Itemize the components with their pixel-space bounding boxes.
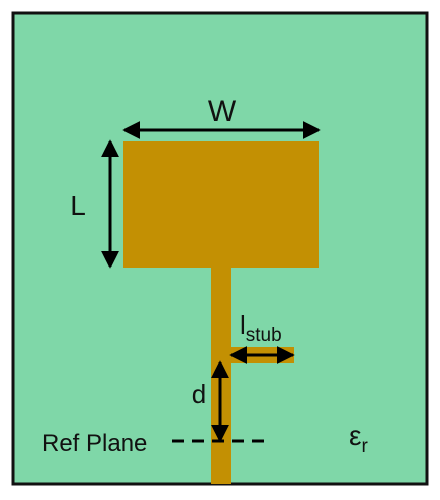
permittivity-label: εr (349, 420, 368, 457)
distance-label: d (192, 379, 206, 409)
ref-plane-label: Ref Plane (42, 430, 147, 457)
patch-element (123, 141, 319, 268)
stub-length-label: lstub (240, 310, 282, 346)
length-label: L (70, 190, 86, 221)
width-label: W (208, 95, 237, 128)
